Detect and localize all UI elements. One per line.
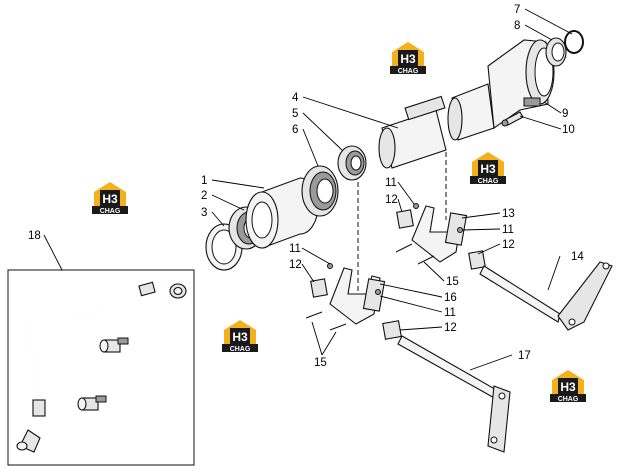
leader-lines [43,8,573,371]
callout-2: 2 [201,190,207,202]
shaft-17 [397,335,511,453]
callout-9: 9 [562,108,568,120]
callout-15-b: 15 [314,357,327,369]
housing-9 [447,39,555,141]
callout-18: 18 [28,230,41,242]
inset-box-18 [7,269,195,466]
callout-5: 5 [292,108,298,120]
callout-11-d: 11 [444,307,456,319]
fork-13 [411,205,468,263]
callout-14: 14 [571,251,584,263]
callout-11-b: 11 [502,224,514,236]
callout-4: 4 [292,92,299,104]
callout-8: 8 [514,20,520,32]
pipe-assembly [16,281,187,453]
race-5 [337,145,367,181]
svg-text:CHAG: CHAG [478,178,499,185]
callout-11-c: 11 [289,243,301,255]
svg-text:CHAG: CHAG [230,346,251,353]
callout-6: 6 [292,124,298,136]
bearing-6 [301,165,339,217]
svg-text:H3: H3 [480,162,496,176]
seal-8 [545,37,567,67]
bushing-12-a [396,209,414,229]
svg-text:CHAG: CHAG [558,396,579,403]
callout-3: 3 [201,207,207,219]
callout-13: 13 [502,208,515,220]
callout-12-c: 12 [289,259,302,271]
callout-12-d: 12 [444,322,457,334]
sleeve-4 [378,95,447,169]
callout-11-a: 11 [385,177,397,189]
callout-1: 1 [201,175,207,187]
callout-12-a: 12 [385,194,398,206]
pin-15-b [305,311,347,331]
fork-16 [329,267,386,325]
callout-labels: 1 2 3 4 5 6 7 8 9 10 11 11 11 11 12 12 1… [28,4,584,369]
shaft-14 [479,261,613,331]
pipe-nut-lower [32,399,46,417]
callout-16: 16 [444,292,457,304]
screw-11-b [327,263,333,269]
callout-17: 17 [518,350,531,362]
callout-10: 10 [562,124,575,136]
snap-ring-7 [564,30,584,54]
svg-text:H3: H3 [102,192,118,206]
fitting-adapter-a [99,337,129,353]
svg-text:H3: H3 [232,330,248,344]
bushing-12-c [310,278,328,298]
svg-text:CHAG: CHAG [100,208,121,215]
svg-text:CHAG: CHAG [398,68,419,75]
fitting-adapter-b [77,395,107,411]
screw-11-a [413,203,419,209]
bushing-12-b [468,250,486,270]
pin-15-a [395,243,435,265]
svg-text:H3: H3 [560,380,576,394]
svg-text:H3: H3 [400,52,416,66]
callout-15-a: 15 [446,276,459,288]
callout-7: 7 [514,4,520,16]
bushing-12-d [382,320,402,340]
callout-12-b: 12 [502,239,515,251]
